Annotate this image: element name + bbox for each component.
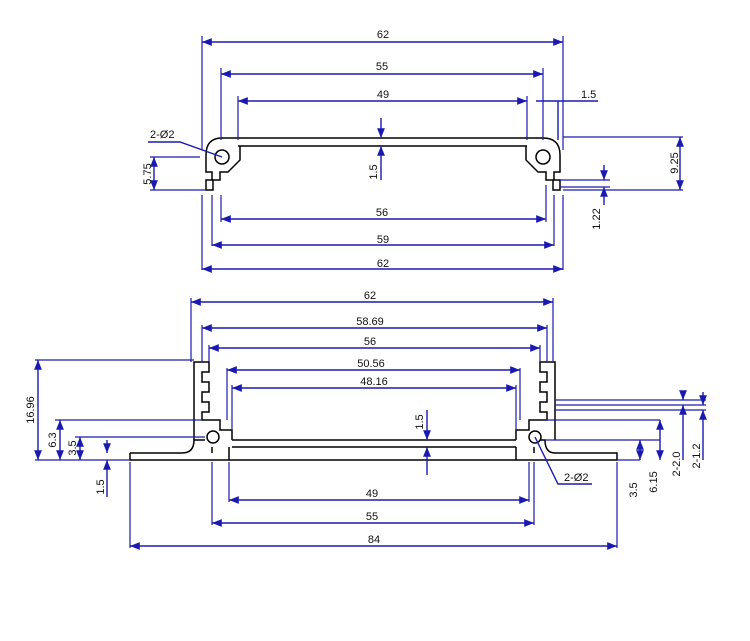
bottom-dim-3-5-left: 3.5: [67, 440, 79, 455]
top-dim-1-5-edge: 1.5: [581, 89, 596, 101]
bottom-dim-6-3: 6.3: [47, 432, 59, 447]
bottom-extension-lines: [35, 298, 706, 548]
bottom-dim-6-15: 6.15: [648, 471, 660, 492]
bottom-dim-58-69: 58.69: [356, 316, 384, 328]
top-dimension-lines: [148, 38, 684, 273]
bottom-dim-49: 49: [366, 488, 378, 500]
bottom-dim-56: 56: [364, 336, 376, 348]
bottom-dim-62: 62: [364, 290, 376, 302]
bottom-dim-48-16: 48.16: [360, 376, 388, 388]
top-dim-49: 49: [377, 89, 389, 101]
top-extension-lines: [150, 36, 683, 270]
bottom-hole-callout: 2-Ø2: [564, 472, 588, 484]
top-dim-56: 56: [376, 207, 388, 219]
bottom-dim-1-5-base: 1.5: [95, 479, 107, 494]
top-dim-59: 59: [377, 234, 389, 246]
bottom-dim-fin-1-2: 2-1.2: [691, 443, 703, 468]
top-view: 62 55 49 1.5 2-Ø2 5.75 1.5 9.25 56 1.22 …: [142, 29, 684, 273]
bottom-dim-55: 55: [366, 511, 378, 523]
top-dim-62-top: 62: [377, 29, 389, 41]
bottom-dim-50-56: 50.56: [357, 358, 385, 370]
bottom-dim-84: 84: [368, 534, 380, 546]
bottom-dim-1-5-wall: 1.5: [414, 414, 426, 429]
top-dim-62-bottom: 62: [377, 258, 389, 270]
bottom-view: 62 58.69 56 50.56 48.16 16.96 6.3 3.5 1.…: [25, 290, 707, 550]
bottom-profile-outline: [129, 361, 618, 461]
bottom-dim-fin-2-0: 2-2.0: [671, 451, 683, 476]
bottom-dim-16-96: 16.96: [25, 396, 37, 424]
top-dim-55: 55: [376, 61, 388, 73]
top-dim-1-22: 1.22: [591, 208, 603, 229]
top-profile-outline: [205, 137, 561, 191]
top-dim-5-75: 5.75: [142, 163, 154, 184]
top-hole-callout: 2-Ø2: [150, 129, 174, 141]
bottom-dimension-lines: [34, 298, 707, 550]
top-dim-9-25: 9.25: [669, 152, 681, 173]
top-dim-1-5-wall: 1.5: [368, 164, 380, 179]
bottom-dim-3-5-right: 3.5: [628, 482, 640, 497]
